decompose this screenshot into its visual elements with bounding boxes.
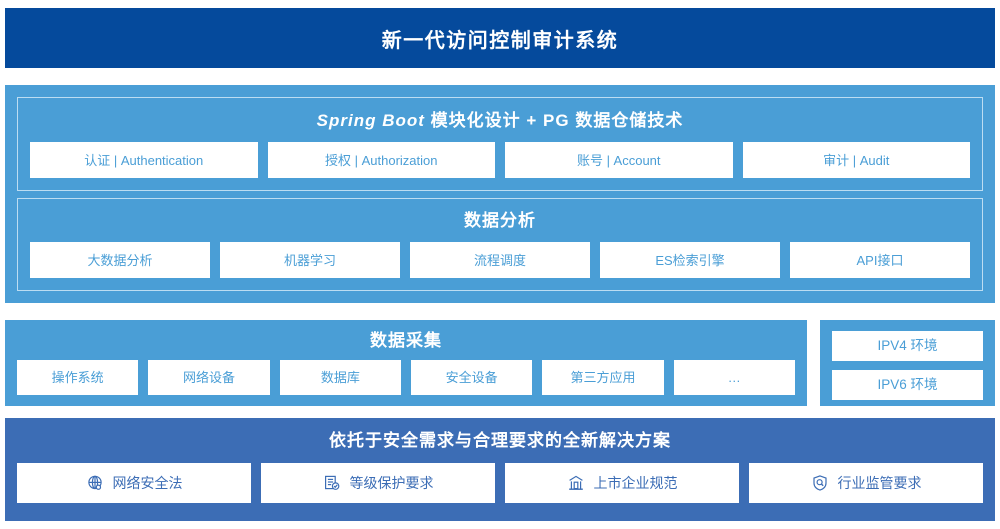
chip-label: 第三方应用: [570, 370, 636, 385]
chip-network-device[interactable]: 网络设备: [148, 360, 270, 395]
section-analysis: 数据分析 大数据分析 机器学习 流程调度 ES检索引擎 API接口: [17, 198, 983, 291]
chip-security-device[interactable]: 安全设备: [410, 360, 533, 395]
section-collection-items: 操作系统 网络设备 数据库 安全设备 第三方应用 …: [5, 360, 807, 395]
shield-search-icon: [811, 474, 829, 492]
page-title: 新一代访问控制审计系统: [381, 29, 619, 52]
chip-label: IPV4 环境: [877, 338, 938, 354]
upper-stack-panel: Spring Boot 模块化设计 + PG 数据仓储技术 认证 | Authe…: [5, 85, 995, 303]
chip-listed-enterprise-norms[interactable]: 上市企业规范: [505, 463, 739, 503]
chip-label: 行业监管要求: [837, 475, 922, 491]
chip-label: 授权 | Authorization: [325, 152, 438, 168]
chip-label: 账号 | Account: [576, 152, 661, 168]
chip-process-scheduling[interactable]: 流程调度: [410, 242, 590, 278]
chip-ipv4-environment[interactable]: IPV4 环境: [832, 331, 983, 361]
chip-label: 审计 | Audit: [823, 152, 890, 168]
chip-ipv6-environment[interactable]: IPV6 环境: [832, 370, 983, 400]
chip-label: 流程调度: [473, 252, 526, 268]
section-compliance-items: 网络安全法 等级保护要求: [5, 463, 995, 503]
section-compliance: 依托于安全需求与合理要求的全新解决方案 网络安全法: [5, 418, 995, 521]
chip-label: 认证 | Authentication: [84, 152, 204, 168]
chip-label: 上市企业规范: [593, 475, 678, 491]
chip-label: 安全设备: [445, 370, 498, 385]
section-platform-title: Spring Boot 模块化设计 + PG 数据仓储技术: [18, 112, 982, 129]
chip-account[interactable]: 账号 | Account: [505, 142, 733, 178]
chip-es-search-engine[interactable]: ES检索引擎: [600, 242, 780, 278]
bank-building-icon: [567, 474, 585, 492]
section-platform: Spring Boot 模块化设计 + PG 数据仓储技术 认证 | Authe…: [17, 97, 983, 191]
chip-label: 网络安全法: [112, 475, 183, 491]
globe-icon: [86, 474, 104, 492]
chip-label: ES检索引擎: [655, 252, 725, 268]
chip-label: 操作系统: [51, 370, 104, 385]
section-analysis-items: 大数据分析 机器学习 流程调度 ES检索引擎 API接口: [18, 242, 982, 278]
section-analysis-title: 数据分析: [464, 211, 536, 230]
chip-label: 机器学习: [283, 252, 336, 268]
chip-authentication[interactable]: 认证 | Authentication: [30, 142, 258, 178]
chip-industry-regulation[interactable]: 行业监管要求: [749, 463, 983, 503]
chip-third-party-app[interactable]: 第三方应用: [542, 360, 664, 395]
chip-api-interface[interactable]: API接口: [790, 242, 970, 278]
chip-bigdata-analysis[interactable]: 大数据分析: [30, 242, 210, 278]
section-platform-title-cn: 模块化设计 + PG 数据仓储技术: [424, 111, 684, 130]
section-compliance-title: 依托于安全需求与合理要求的全新解决方案: [329, 431, 671, 450]
chip-label: IPV6 环境: [877, 377, 938, 393]
chip-more[interactable]: …: [673, 360, 795, 395]
page-header: 新一代访问控制审计系统: [5, 8, 995, 68]
environment-panel: IPV4 环境 IPV6 环境: [820, 320, 995, 406]
chip-operating-system[interactable]: 操作系统: [17, 360, 139, 395]
section-collection: 数据采集 操作系统 网络设备 数据库 安全设备 第三方应用 …: [5, 320, 807, 406]
section-platform-items: 认证 | Authentication 授权 | Authorization 账…: [18, 142, 982, 178]
chip-label: …: [727, 370, 741, 385]
chip-label: API接口: [856, 252, 904, 268]
document-check-icon: [323, 474, 341, 492]
environment-items: IPV4 环境 IPV6 环境: [832, 331, 983, 400]
chip-label: 等级保护要求: [349, 475, 434, 491]
chip-label: 大数据分析: [87, 252, 153, 268]
section-platform-title-en: Spring Boot: [316, 111, 425, 130]
chip-label: 数据库: [320, 370, 360, 385]
chip-cybersecurity-law[interactable]: 网络安全法: [17, 463, 251, 503]
section-collection-title: 数据采集: [370, 331, 442, 350]
chip-audit[interactable]: 审计 | Audit: [742, 142, 970, 178]
chip-authorization[interactable]: 授权 | Authorization: [267, 142, 495, 178]
chip-label: 网络设备: [182, 370, 235, 385]
chip-level-protection[interactable]: 等级保护要求: [261, 463, 495, 503]
chip-machine-learning[interactable]: 机器学习: [220, 242, 400, 278]
chip-database[interactable]: 数据库: [279, 360, 401, 395]
